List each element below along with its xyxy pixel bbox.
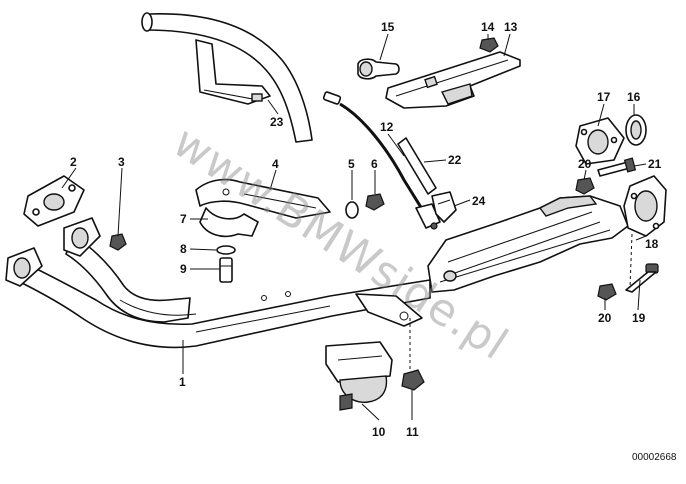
callout-4: 4: [272, 157, 279, 171]
part-12-oxygen-sensor: [322, 91, 441, 230]
callout-6: 6: [371, 157, 378, 171]
part-6-nut: [365, 193, 385, 211]
part-21-bolt: [597, 157, 637, 177]
part-17-flange-gasket: [575, 117, 625, 165]
catalytic-converter: [427, 195, 629, 293]
part-4-clamp-bracket: [195, 178, 331, 219]
callout-19: 19: [632, 311, 646, 325]
callout-9: 9: [180, 262, 187, 276]
part-15-rubber-mount: [357, 58, 400, 80]
part-18-rear-flange: [623, 175, 667, 237]
callout-21: 21: [648, 157, 662, 171]
callout-13: 13: [504, 20, 518, 34]
part-5-washer: [345, 201, 359, 219]
part-10-rubber-mount: [325, 341, 393, 411]
diagram-code: 00002668: [632, 452, 677, 463]
part-8-washer: [216, 245, 236, 255]
part-14-nut: [479, 37, 499, 53]
part-9-bolt: [219, 257, 233, 283]
part-13-bracket: [385, 51, 521, 109]
part-3-nut: [109, 233, 127, 251]
callout-23: 23: [270, 115, 284, 129]
part-1-front-exhaust-pipe: [5, 217, 431, 349]
callout-14: 14: [481, 20, 495, 34]
part-23-heat-shield-pipe: [141, 12, 313, 143]
callout-12: 12: [380, 120, 394, 134]
part-2-manifold-gasket: [23, 175, 85, 227]
callout-15: 15: [381, 20, 395, 34]
part-19-bolt: [625, 263, 659, 293]
callout-10: 10: [372, 425, 386, 439]
callout-5: 5: [348, 157, 355, 171]
callout-2: 2: [70, 155, 77, 169]
callout-22: 22: [448, 153, 462, 167]
callout-3: 3: [118, 155, 125, 169]
callout-20-lower: 20: [598, 311, 612, 325]
part-7-clamp-lower: [199, 207, 259, 238]
callout-1: 1: [179, 375, 186, 389]
part-11-nut: [401, 369, 425, 391]
callout-11: 11: [406, 425, 419, 439]
part-24-clip: [431, 191, 457, 223]
callout-labels: 1 2 3 4 5 6 7 8 9 10 11 12 13 14 15 16 1…: [70, 20, 662, 439]
part-22-tube: [397, 137, 437, 195]
leader-lines: [61, 33, 647, 421]
callout-17: 17: [597, 90, 611, 104]
callout-16: 16: [627, 90, 641, 104]
part-20-nut-lower: [597, 283, 617, 301]
part-20-nut-upper: [575, 177, 595, 195]
callout-20-upper: 20: [578, 157, 592, 171]
part-16-ring-gasket: [625, 114, 647, 146]
callout-24: 24: [472, 194, 486, 208]
callout-8: 8: [180, 242, 187, 256]
callout-18: 18: [645, 237, 659, 251]
callout-7: 7: [180, 212, 187, 226]
